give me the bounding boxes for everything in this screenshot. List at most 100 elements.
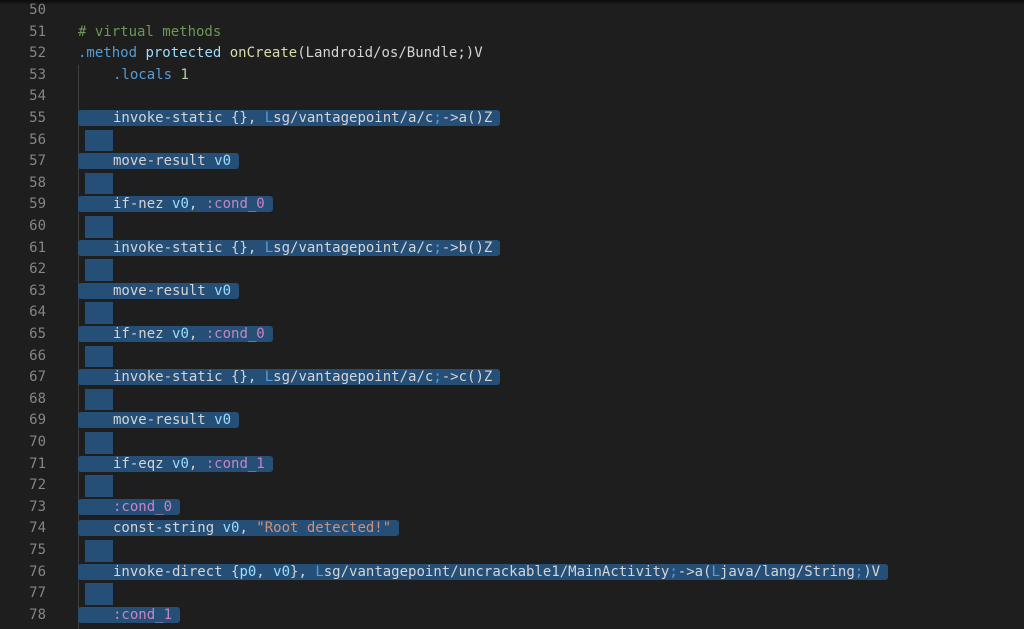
code-line[interactable]: .method protected onCreate(Landroid/os/B… xyxy=(78,43,483,65)
code-token: :cond_0 xyxy=(113,498,173,515)
code-token: v0 xyxy=(172,196,189,213)
selection-blank-line xyxy=(85,216,113,238)
code-token: ; xyxy=(669,563,678,580)
code-line[interactable]: invoke-direct {p0, v0}, Lsg/vantagepoint… xyxy=(78,562,889,584)
code-token: )V xyxy=(863,563,881,580)
code-line[interactable]: move-result v0 xyxy=(78,281,240,303)
selected-code-text: move-result v0 xyxy=(78,412,240,429)
code-token: v0 xyxy=(172,326,189,342)
line-number: 55 xyxy=(29,110,46,126)
code-token: invoke-static {}, xyxy=(113,239,265,256)
code-line[interactable]: if-nez v0, :cond_0 xyxy=(78,324,273,346)
code-token: L xyxy=(264,110,274,126)
code-token: .locals xyxy=(113,66,173,83)
selection-blank-line xyxy=(85,302,113,324)
selection-blank-line xyxy=(85,432,113,454)
code-token: v0 xyxy=(172,455,189,472)
line-number: 57 xyxy=(29,153,46,170)
code-token: , xyxy=(256,563,274,580)
selection-blank-line xyxy=(85,583,113,605)
code-token: L xyxy=(315,563,324,580)
line-number: 71 xyxy=(29,455,46,472)
line-number: 74 xyxy=(29,520,46,537)
code-token: L xyxy=(711,563,720,580)
line-number: 54 xyxy=(29,88,46,105)
line-number: 67 xyxy=(29,369,46,386)
code-line[interactable]: const-string v0, "Root detected!" xyxy=(78,518,400,540)
code-line[interactable]: .locals 1 xyxy=(78,65,189,87)
line-number: 60 xyxy=(29,218,46,234)
line-number: 70 xyxy=(29,434,46,450)
selected-code-text: :cond_0 xyxy=(78,498,181,515)
code-token: (Landroid/os/Bundle;)V xyxy=(297,45,483,62)
code-line[interactable]: :cond_1 xyxy=(78,605,181,627)
line-number: 61 xyxy=(29,239,46,256)
selected-code-text: invoke-static {}, Lsg/vantagepoint/a/c;-… xyxy=(78,369,501,386)
code-token: , xyxy=(188,326,206,342)
code-token: move-result xyxy=(113,153,215,170)
selected-code-text: move-result v0 xyxy=(78,282,240,299)
code-line[interactable]: invoke-static {}, Lsg/vantagepoint/a/c;-… xyxy=(78,108,501,130)
code-line[interactable]: # virtual methods xyxy=(78,22,221,44)
code-token: sg/vantagepoint/a/c xyxy=(273,369,434,386)
code-token: ->c()Z xyxy=(441,369,493,386)
code-token: :cond_1 xyxy=(113,606,173,623)
code-token: v0 xyxy=(273,563,291,580)
line-number: 52 xyxy=(29,45,46,62)
code-token: sg/vantagepoint/a/c xyxy=(273,239,434,256)
code-token: java/lang/String xyxy=(719,563,855,580)
code-text: .method protected onCreate(Landroid/os/B… xyxy=(78,45,483,61)
code-token: , xyxy=(188,196,206,213)
code-token: if-nez xyxy=(113,326,173,342)
selected-code-text: if-nez v0, :cond_0 xyxy=(78,196,273,213)
selection-blank-line xyxy=(85,129,113,152)
code-token: ; xyxy=(433,239,442,256)
code-token: .method xyxy=(78,45,138,62)
selected-code-text: invoke-static {}, Lsg/vantagepoint/a/c;-… xyxy=(78,239,501,256)
code-token: move-result xyxy=(113,282,215,299)
code-token: v0 xyxy=(214,412,232,429)
line-number: 58 xyxy=(29,174,46,191)
code-token: "Root detected!" xyxy=(256,520,392,537)
code-line[interactable]: if-nez v0, :cond_0 xyxy=(78,194,273,216)
code-line[interactable]: move-result v0 xyxy=(78,410,240,432)
code-token: onCreate xyxy=(229,45,298,62)
selected-code-text: if-nez v0, :cond_0 xyxy=(78,326,273,342)
code-token: ->b()Z xyxy=(441,239,493,256)
code-content[interactable]: # virtual methods.method protected onCre… xyxy=(78,0,1024,629)
line-number: 78 xyxy=(29,606,46,623)
indent-guide xyxy=(78,65,79,629)
code-token xyxy=(221,45,229,61)
code-token: invoke-direct { xyxy=(113,563,240,580)
code-token: sg/vantagepoint/a/c xyxy=(273,110,434,126)
code-line[interactable]: move-result v0 xyxy=(78,151,240,173)
selection-blank-line xyxy=(85,540,113,562)
code-token: L xyxy=(264,369,274,386)
line-number: 69 xyxy=(29,412,46,429)
code-line[interactable]: invoke-static {}, Lsg/vantagepoint/a/c;-… xyxy=(78,367,501,389)
code-line[interactable]: invoke-static {}, Lsg/vantagepoint/a/c;-… xyxy=(78,238,501,260)
line-number: 59 xyxy=(29,196,46,213)
selected-code-text: invoke-static {}, Lsg/vantagepoint/a/c;-… xyxy=(78,110,501,126)
line-number: 63 xyxy=(29,282,46,299)
code-token: ; xyxy=(854,563,864,580)
code-token: :cond_0 xyxy=(205,326,265,342)
line-number: 75 xyxy=(29,542,46,558)
line-number: 77 xyxy=(29,585,46,602)
code-token: L xyxy=(264,239,274,256)
code-token: ->a()Z xyxy=(441,110,493,126)
code-line[interactable]: if-eqz v0, :cond_1 xyxy=(78,454,273,476)
code-token: if-eqz xyxy=(113,455,173,472)
line-number: 56 xyxy=(29,131,46,148)
selected-code-text: :cond_1 xyxy=(78,606,181,623)
selected-code-text: invoke-direct {p0, v0}, Lsg/vantagepoint… xyxy=(78,563,889,580)
selected-code-text: if-eqz v0, :cond_1 xyxy=(78,455,273,472)
selection-blank-line xyxy=(85,475,113,497)
editor-top-shadow xyxy=(0,0,1024,5)
code-token: p0 xyxy=(239,563,257,580)
line-number: 72 xyxy=(29,477,46,494)
code-line[interactable]: :cond_0 xyxy=(78,497,181,519)
selected-code-text: const-string v0, "Root detected!" xyxy=(78,520,400,537)
